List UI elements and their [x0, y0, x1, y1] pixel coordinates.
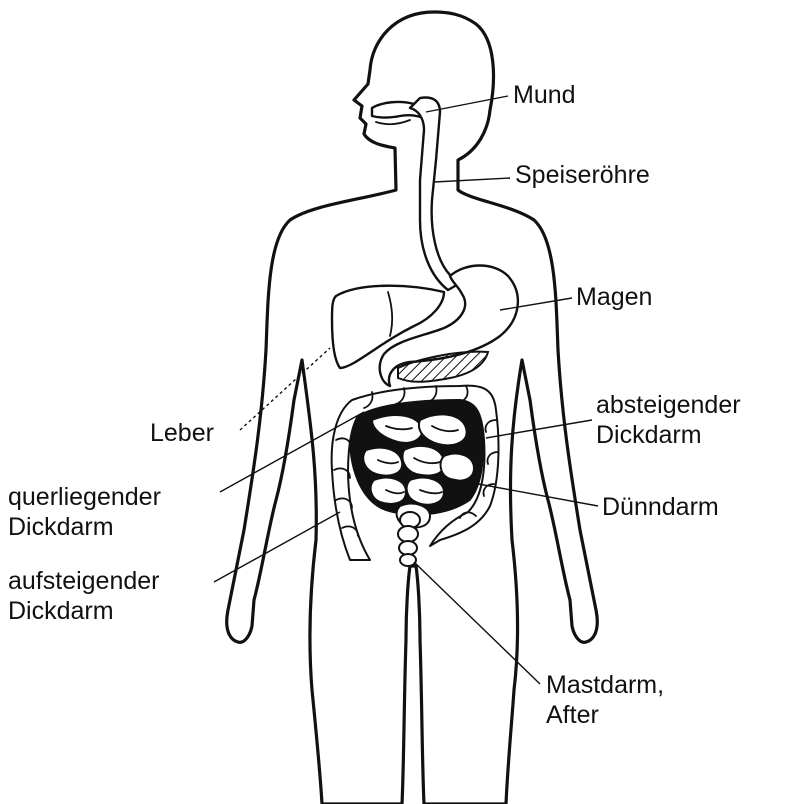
- label-mund: Mund: [513, 80, 576, 110]
- label-absteigender-line2: Dickdarm: [596, 420, 741, 450]
- label-mastdarm-line2: After: [546, 700, 664, 730]
- label-aufsteigender-line1: aufsteigender: [8, 566, 160, 596]
- label-mastdarm-after: Mastdarm, After: [546, 670, 664, 730]
- label-querliegender-line2: Dickdarm: [8, 512, 161, 542]
- label-leber: Leber: [150, 418, 214, 448]
- label-absteigender-dickdarm: absteigender Dickdarm: [596, 390, 741, 450]
- label-querliegender-line1: querliegender: [8, 482, 161, 512]
- label-aufsteigender-line2: Dickdarm: [8, 596, 160, 626]
- label-mastdarm-line1: Mastdarm,: [546, 670, 664, 700]
- label-absteigender-line1: absteigender: [596, 390, 741, 420]
- label-speiseroehre: Speiseröhre: [515, 160, 650, 190]
- label-querliegender-dickdarm: querliegender Dickdarm: [8, 482, 161, 542]
- label-aufsteigender-dickdarm: aufsteigender Dickdarm: [8, 566, 160, 626]
- label-magen: Magen: [576, 282, 652, 312]
- label-duenndarm: Dünndarm: [602, 492, 719, 522]
